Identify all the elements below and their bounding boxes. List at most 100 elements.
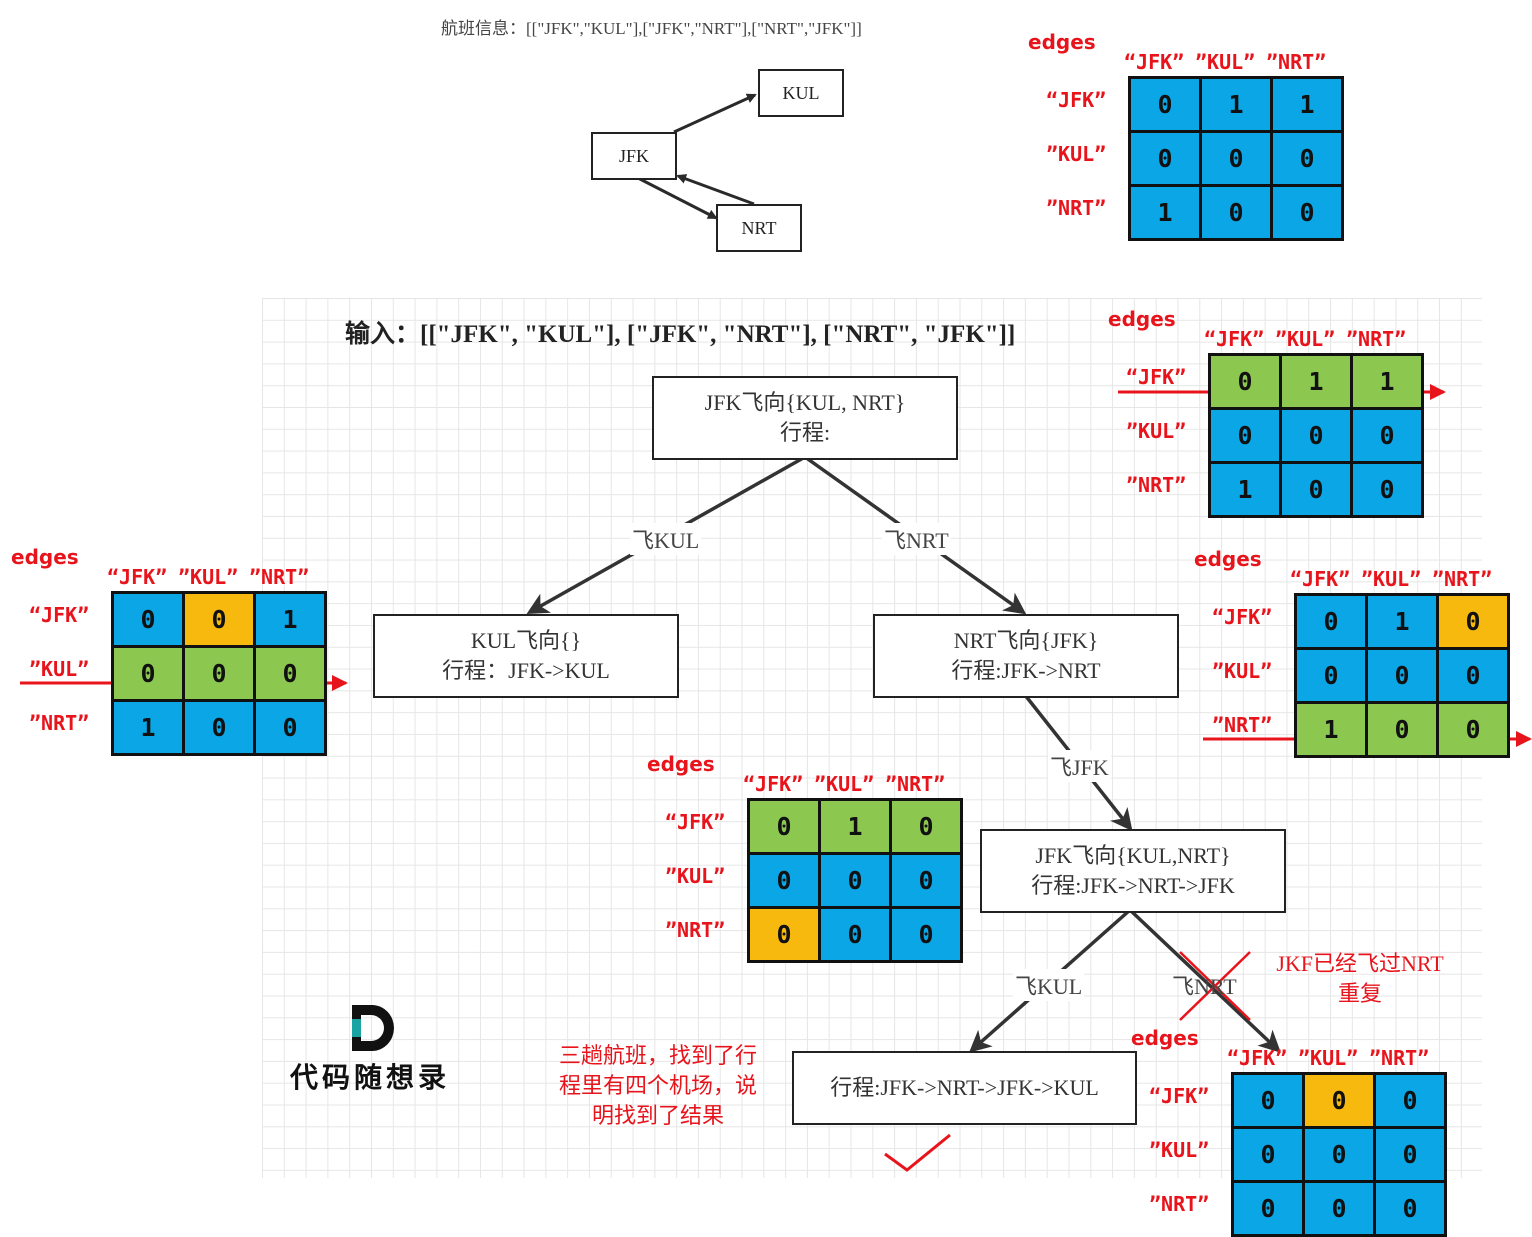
m5-cell-1-1: 0 xyxy=(821,855,889,906)
result-note-line2: 程里有四个机场，说 xyxy=(558,1073,757,1098)
m2-edges-label: edges xyxy=(1108,307,1176,331)
tree-node-left-line2: 行程：JFK->KUL xyxy=(442,658,610,683)
flight-info-title: 航班信息：[["JFK","KUL"],["JFK","NRT"],["NRT"… xyxy=(441,19,862,38)
m2-cell-1-1: 0 xyxy=(1282,410,1350,461)
m3-row-label-1: ”KUL” xyxy=(29,657,90,681)
m3-cell-1-1: 0 xyxy=(185,648,253,699)
repeat-note-line2: 重复 xyxy=(1337,981,1382,1006)
tree-node-result: 行程:JFK->NRT->JFK->KUL xyxy=(792,1051,1137,1125)
m1-cell-0-0: 0 xyxy=(1131,79,1199,130)
m5-row-label-2: ”NRT” xyxy=(665,918,726,942)
m2-col-label-0: “JFK” xyxy=(1204,327,1265,351)
m1-col-label-2: ”NRT” xyxy=(1266,50,1327,74)
tree-node-left-line1: KUL飞向{} xyxy=(470,628,582,653)
m4-row-label-1: ”KUL” xyxy=(1212,659,1273,683)
m5-row-label-1: ”KUL” xyxy=(665,864,726,888)
m2-cell-2-2: 0 xyxy=(1353,464,1421,515)
m3-row-label-0: “JFK” xyxy=(29,603,90,627)
m5-edges-label: edges xyxy=(647,752,715,776)
repeat-note: JKF已经飞过NRT 重复 xyxy=(1262,949,1458,1009)
m1-cell-0-2: 1 xyxy=(1273,79,1341,130)
m3-cell-0-1: 0 xyxy=(185,594,253,645)
m6-cell-0-0: 0 xyxy=(1234,1075,1302,1126)
m3-cell-1-2: 0 xyxy=(256,648,324,699)
m3-row-label-2: ”NRT” xyxy=(29,711,90,735)
m3-cell-2-2: 0 xyxy=(256,702,324,753)
result-note: 三趟航班，找到了行 程里有四个机场，说 明找到了结果 xyxy=(540,1041,776,1131)
m4-cell-2-2: 0 xyxy=(1439,704,1507,755)
m5-cell-2-1: 0 xyxy=(821,909,889,960)
m4-cell-1-1: 0 xyxy=(1368,650,1436,701)
tree-node-left: KUL飞向{} 行程：JFK->KUL xyxy=(373,614,679,698)
tree-node-right: NRT飞向{JFK} 行程:JFK->NRT xyxy=(873,614,1179,698)
m5-cell-0-2: 0 xyxy=(892,801,960,852)
m4-cell-2-1: 0 xyxy=(1368,704,1436,755)
m4-cell-0-0: 0 xyxy=(1297,596,1365,647)
tree-node-root-line2: 行程: xyxy=(779,420,831,445)
m5-cell-1-2: 0 xyxy=(892,855,960,906)
m1-row-label-2: ”NRT” xyxy=(1046,196,1107,220)
m5-cell-0-1: 1 xyxy=(821,801,889,852)
m6-row-label-0: “JFK” xyxy=(1149,1084,1210,1108)
m4-cell-0-2: 0 xyxy=(1439,596,1507,647)
m4-edges-label: edges xyxy=(1194,547,1262,571)
m1-cell-1-0: 0 xyxy=(1131,133,1199,184)
tree-node-mid-line2: 行程:JFK->NRT->JFK xyxy=(1031,873,1235,898)
m6-col-label-0: “JFK” xyxy=(1227,1046,1288,1070)
m3-edges-label: edges xyxy=(11,545,79,569)
m5-row-label-0: “JFK” xyxy=(665,810,726,834)
input-title: 输入：[["JFK", "KUL"], ["JFK", "NRT"], ["NR… xyxy=(345,321,1016,348)
m4-col-label-0: “JFK” xyxy=(1290,567,1351,591)
m4-cell-2-0: 1 xyxy=(1297,704,1365,755)
tree-node-mid-line1: JFK飞向{KUL,NRT} xyxy=(1035,843,1231,868)
graph-node-nrt: NRT xyxy=(716,204,802,252)
m2-row-label-0: “JFK” xyxy=(1126,365,1187,389)
m5-cell-0-0: 0 xyxy=(750,801,818,852)
m5-cell-1-0: 0 xyxy=(750,855,818,906)
arrow-jfk-nrt xyxy=(635,175,718,220)
m4-cell-0-1: 1 xyxy=(1368,596,1436,647)
edge-label-fly-nrt-2: 飞NRT xyxy=(1172,974,1237,999)
tree-edge-mid-nrt xyxy=(1128,908,1281,1053)
m1-cell-2-2: 0 xyxy=(1273,187,1341,238)
m6-cell-1-2: 0 xyxy=(1376,1129,1444,1180)
m6-cell-2-2: 0 xyxy=(1376,1183,1444,1234)
m2-cell-0-0: 0 xyxy=(1211,356,1279,407)
m5-col-label-0: “JFK” xyxy=(743,772,804,796)
arrow-nrt-jfk xyxy=(676,174,755,206)
logo-d-icon xyxy=(352,1005,394,1051)
m1-cell-2-1: 0 xyxy=(1202,187,1270,238)
result-note-line3: 明找到了结果 xyxy=(591,1103,724,1128)
m2-row-label-1: ”KUL” xyxy=(1126,419,1187,443)
graph-node-jfk: JFK xyxy=(591,132,677,180)
m4-col-label-1: ”KUL” xyxy=(1361,567,1422,591)
m4-cell-1-2: 0 xyxy=(1439,650,1507,701)
m4-col-label-2: ”NRT” xyxy=(1432,567,1493,591)
m6-col-label-2: ”NRT” xyxy=(1369,1046,1430,1070)
m1-cell-2-0: 1 xyxy=(1131,187,1199,238)
repeat-note-line1: JKF已经飞过NRT xyxy=(1276,951,1444,976)
m6-row-label-1: ”KUL” xyxy=(1149,1138,1210,1162)
m1-cell-0-1: 1 xyxy=(1202,79,1270,130)
edge-label-fly-kul-2: 飞KUL xyxy=(1013,969,1085,1001)
m1-row-label-1: ”KUL” xyxy=(1046,142,1107,166)
m3-cell-1-0: 0 xyxy=(114,648,182,699)
m6-col-label-1: ”KUL” xyxy=(1298,1046,1359,1070)
m4-row-label-2: ”NRT” xyxy=(1212,713,1273,737)
m3-cell-0-0: 0 xyxy=(114,594,182,645)
edge-label-fly-jfk: 飞JFK xyxy=(1048,750,1111,782)
tree-node-root-line1: JFK飞向{KUL, NRT} xyxy=(704,390,906,415)
m6-cell-2-0: 0 xyxy=(1234,1183,1302,1234)
m2-cell-0-1: 1 xyxy=(1282,356,1350,407)
tree-node-right-line1: NRT飞向{JFK} xyxy=(953,628,1099,653)
m1-row-label-0: “JFK” xyxy=(1046,88,1107,112)
m1-col-label-1: ”KUL” xyxy=(1195,50,1256,74)
tree-node-right-line2: 行程:JFK->NRT xyxy=(951,658,1101,683)
m1-cell-1-1: 0 xyxy=(1202,133,1270,184)
edge-label-fly-nrt: 飞NRT xyxy=(882,523,951,555)
